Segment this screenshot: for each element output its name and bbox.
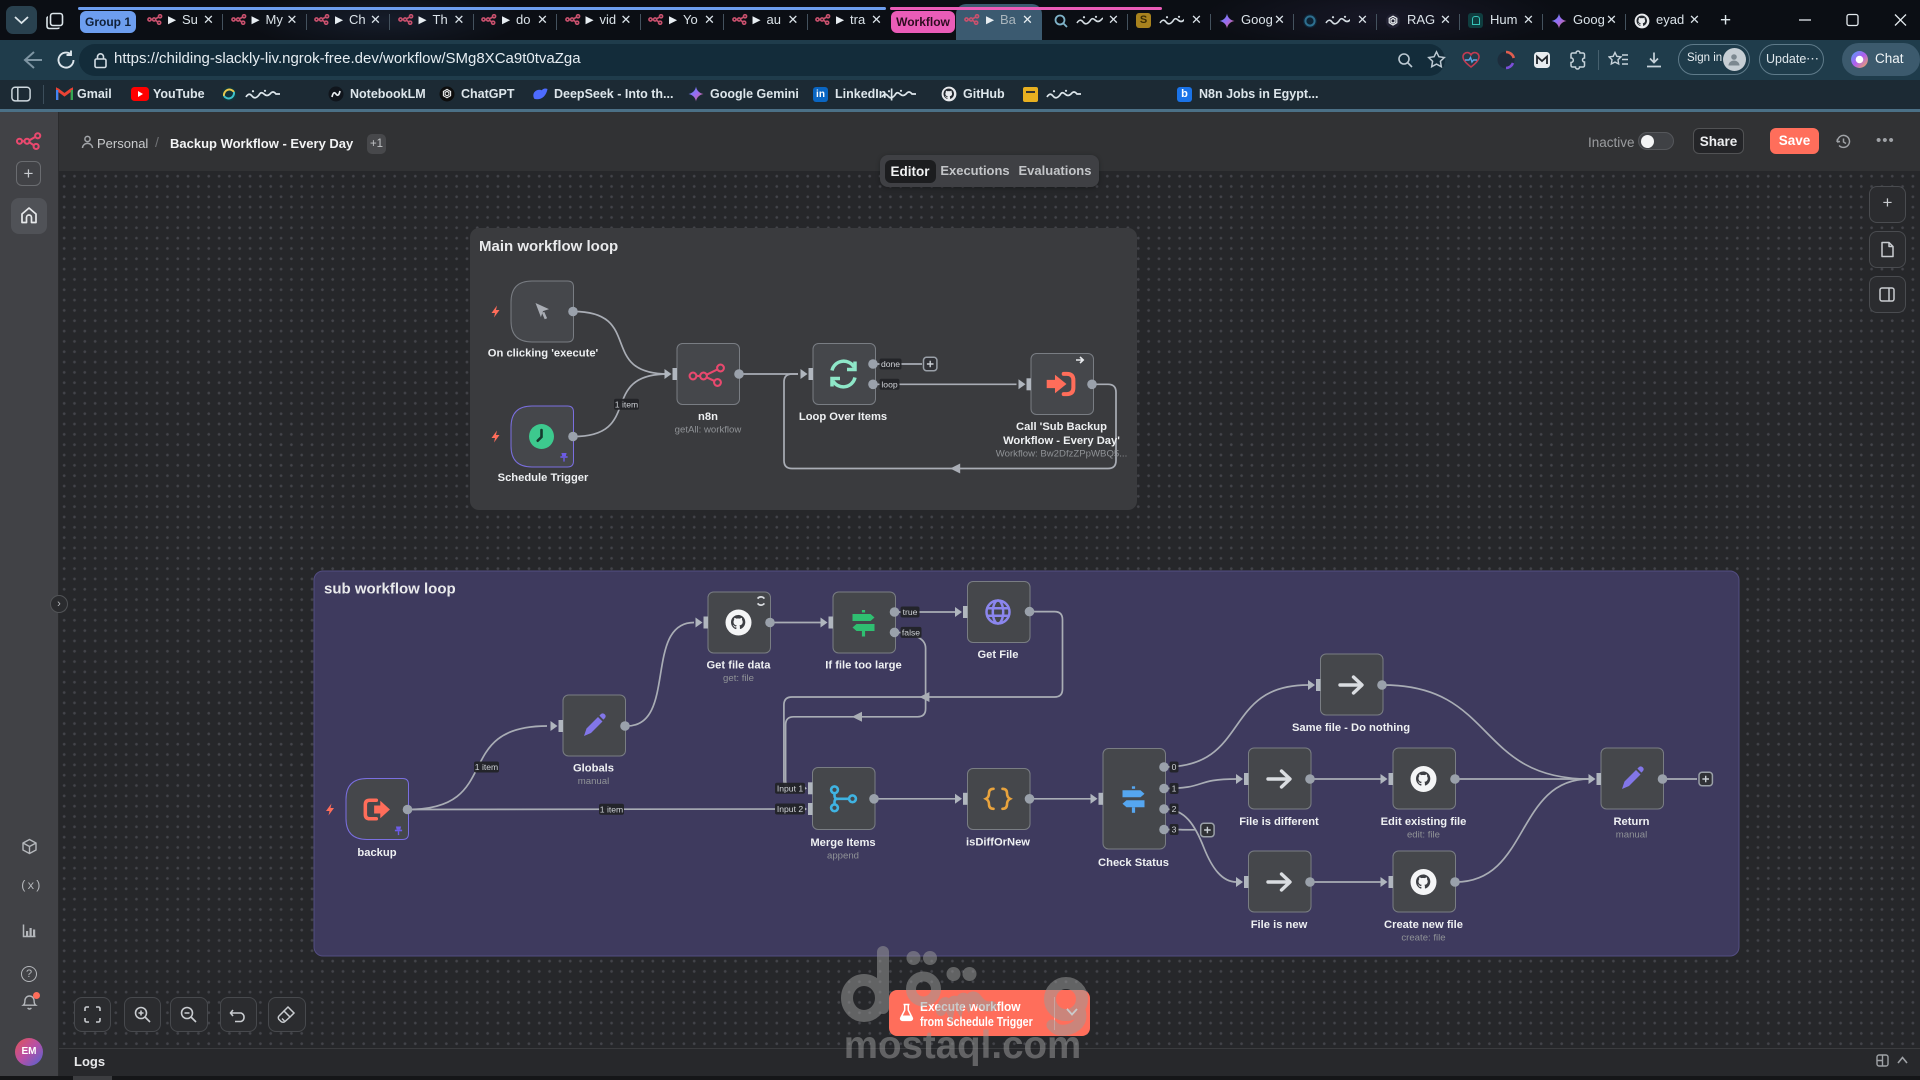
svg-text:Main workflow loop: Main workflow loop [479, 238, 618, 255]
svg-text:Edit existing file: Edit existing file [1381, 816, 1467, 828]
svg-text:If file too large: If file too large [825, 660, 901, 672]
svg-text:edit: file: edit: file [1407, 830, 1440, 841]
svg-text:create: file: create: file [1401, 933, 1445, 944]
svg-text:File is different: File is different [1239, 816, 1319, 828]
svg-text:Call 'Sub Backup: Call 'Sub Backup [1016, 421, 1107, 433]
svg-text:Same file - Do nothing: Same file - Do nothing [1292, 722, 1410, 734]
svg-text:1 item: 1 item [475, 762, 498, 772]
svg-text:Check Status: Check Status [1098, 857, 1169, 869]
svg-text:1 item: 1 item [600, 804, 623, 814]
svg-text:Return: Return [1613, 816, 1649, 828]
svg-text:Input 1: Input 1 [777, 783, 804, 793]
svg-text:Workflow: Bw2DfzZPpWBQ5...: Workflow: Bw2DfzZPpWBQ5... [996, 449, 1128, 460]
svg-text:false: false [902, 627, 920, 637]
svg-text:Input 2: Input 2 [777, 804, 804, 814]
svg-text:done: done [881, 359, 900, 369]
svg-text:n8n: n8n [698, 411, 718, 423]
svg-text:On clicking 'execute': On clicking 'execute' [488, 348, 599, 360]
svg-text:Get File: Get File [977, 649, 1018, 661]
svg-text:Workflow - Every Day': Workflow - Every Day' [1003, 435, 1120, 447]
svg-text:get: file: get: file [723, 673, 754, 684]
svg-text:2: 2 [1172, 804, 1177, 814]
svg-text:true: true [903, 607, 918, 617]
svg-text:1 item: 1 item [615, 399, 638, 409]
svg-text:backup: backup [357, 847, 396, 859]
svg-text:Merge Items: Merge Items [810, 837, 875, 849]
svg-text:0: 0 [1172, 762, 1177, 772]
svg-text:append: append [827, 851, 859, 862]
svg-text:manual: manual [578, 776, 609, 787]
svg-text:1: 1 [1172, 784, 1177, 794]
svg-text:Get file data: Get file data [706, 660, 771, 672]
svg-text:3: 3 [1172, 825, 1177, 835]
svg-text:sub workflow loop: sub workflow loop [324, 581, 456, 598]
svg-text:loop: loop [881, 379, 897, 389]
svg-text:manual: manual [1616, 830, 1647, 841]
svg-text:Schedule Trigger: Schedule Trigger [498, 472, 589, 484]
svg-text:isDiffOrNew: isDiffOrNew [966, 837, 1030, 849]
svg-text:File is new: File is new [1251, 919, 1308, 931]
svg-text:getAll: workflow: getAll: workflow [675, 425, 742, 436]
svg-text:Globals: Globals [573, 763, 614, 775]
svg-text:Loop Over Items: Loop Over Items [799, 411, 887, 423]
svg-text:Create new file: Create new file [1384, 919, 1463, 931]
